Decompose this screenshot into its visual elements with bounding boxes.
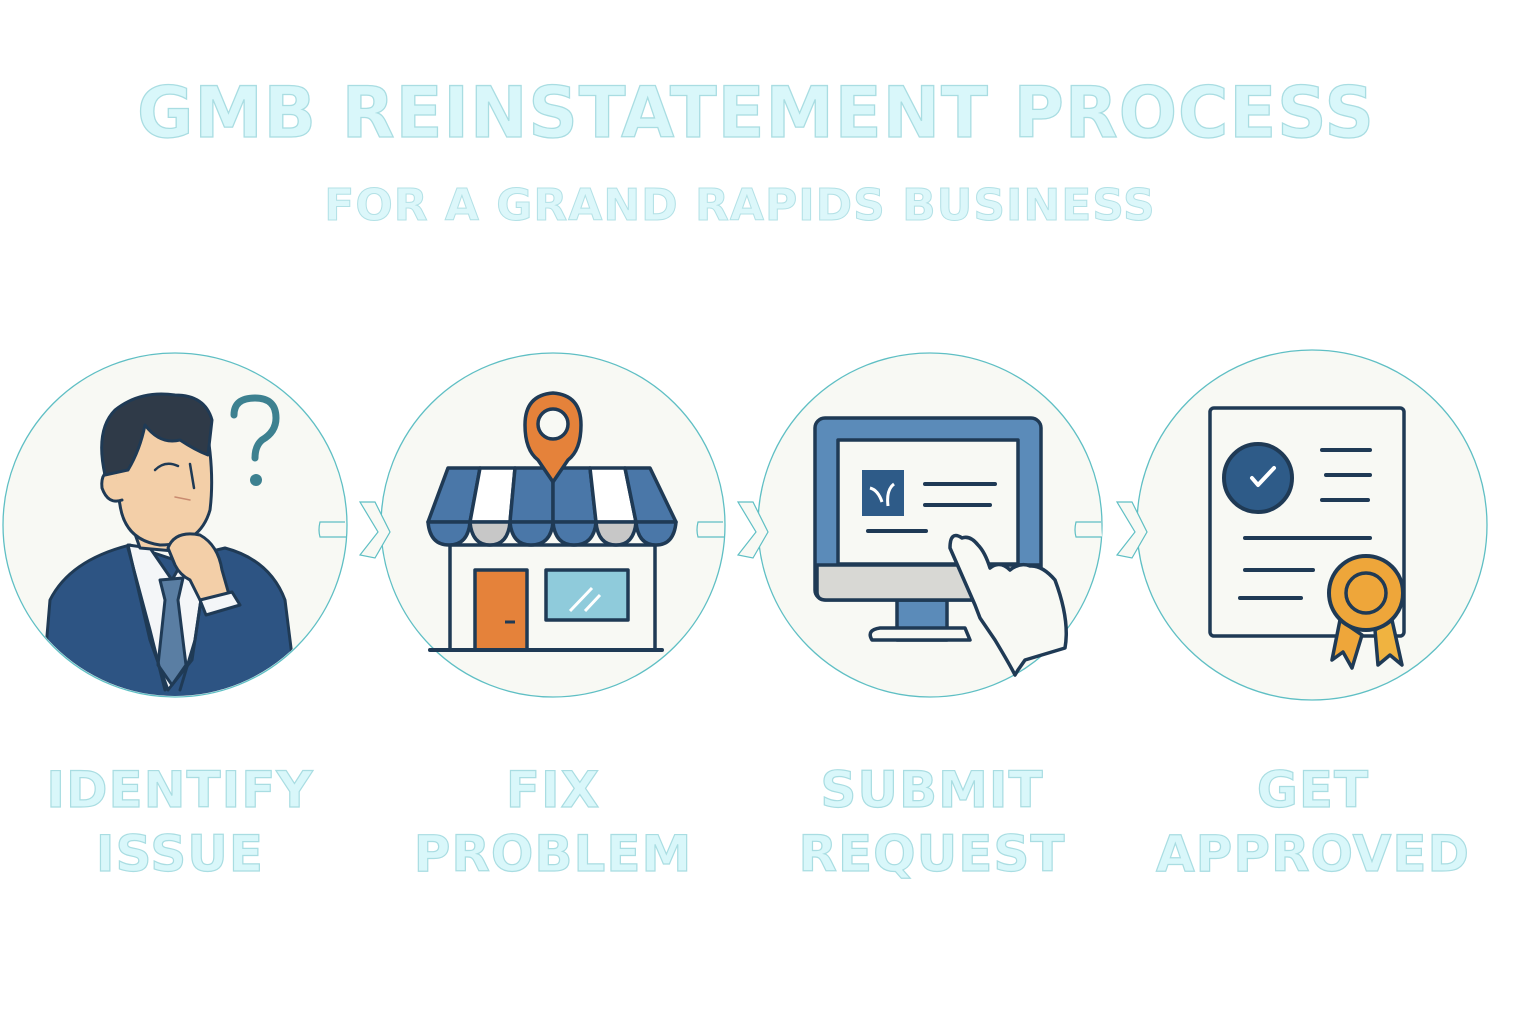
connector-1-2 xyxy=(318,501,391,559)
page-title: GMB REINSTATEMENT PROCESS xyxy=(136,72,1375,154)
confused-businessman-icon xyxy=(38,392,302,696)
question-mark-icon xyxy=(230,394,280,486)
storefront-location-pin-icon xyxy=(426,391,678,652)
step-label-1: IDENTIFY ISSUE xyxy=(0,758,360,886)
step-label-3: SUBMIT REQUEST xyxy=(752,758,1112,886)
monitor-hand-click-icon xyxy=(813,416,1068,677)
award-ribbon-icon xyxy=(1327,554,1405,670)
location-pin-icon xyxy=(523,391,583,484)
step-label-1-line2: ISSUE xyxy=(95,824,265,883)
process-flow xyxy=(2,349,1488,701)
step-label-2-line2: PROBLEM xyxy=(413,824,693,883)
step-label-2: FIX PROBLEM xyxy=(373,758,733,886)
connector-2-3 xyxy=(696,501,769,559)
seal-icon xyxy=(1222,442,1294,514)
step-label-3-line2: REQUEST xyxy=(798,824,1066,883)
step-label-4-line1: GET xyxy=(1256,760,1370,819)
step-label-4-line2: APPROVED xyxy=(1155,824,1470,883)
certificate-award-icon xyxy=(1208,406,1406,670)
step-label-3-line1: SUBMIT xyxy=(820,760,1044,819)
connector-3-4 xyxy=(1074,501,1148,559)
connectors xyxy=(318,501,1148,559)
step-label-2-line1: FIX xyxy=(505,760,601,819)
page-subtitle: FOR A GRAND RAPIDS BUSINESS xyxy=(324,180,1156,231)
step-label-4: GET APPROVED xyxy=(1133,758,1493,886)
step-label-1-line1: IDENTIFY xyxy=(46,760,314,819)
